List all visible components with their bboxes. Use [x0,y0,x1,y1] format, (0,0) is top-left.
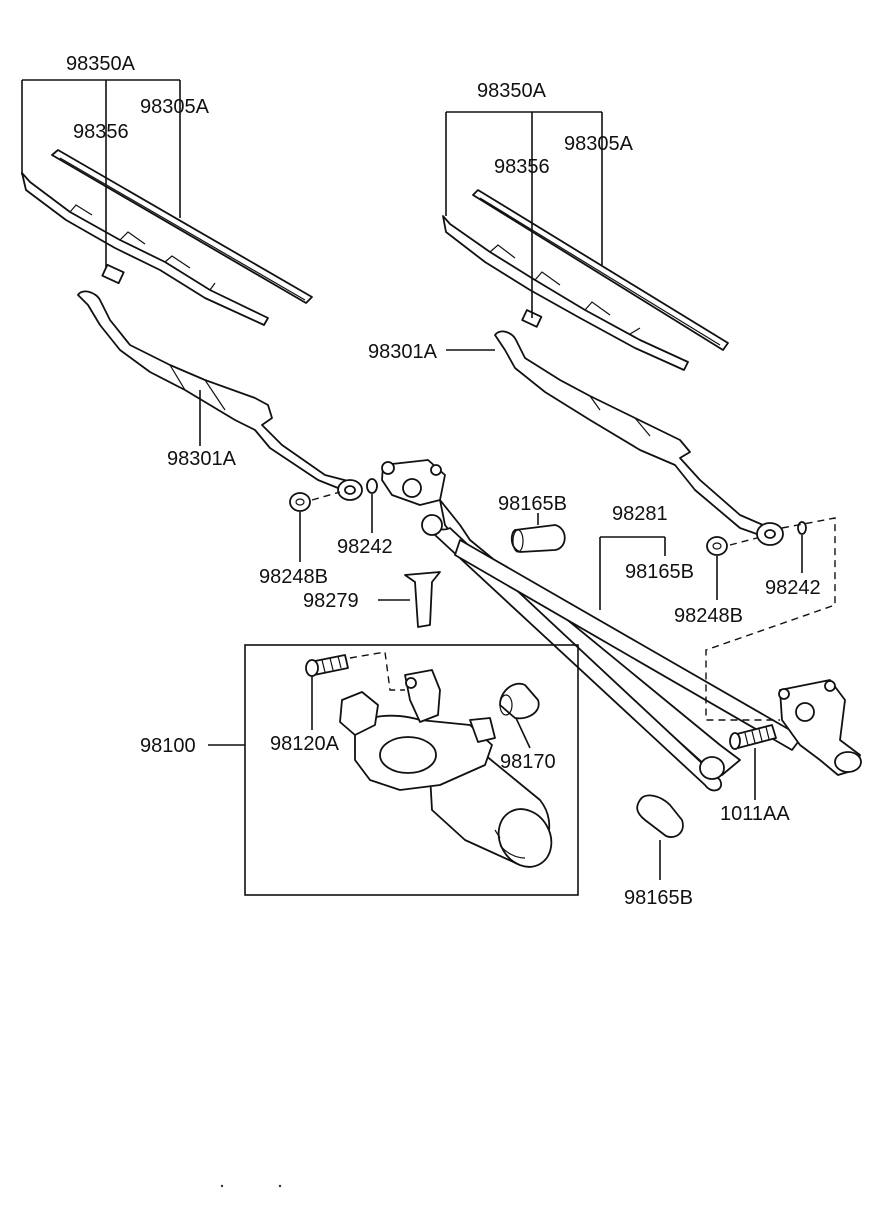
bolt-1011AA [729,724,777,750]
label-right-98356: 98356 [494,156,550,178]
bolt-98120A [305,651,405,691]
left-nut [289,492,311,512]
right-pivot-cap [729,521,807,546]
cap-98165B-bottom [636,794,684,838]
pin-98279 [404,571,441,628]
left-pivot-cap [311,478,378,501]
right-wiper-blade [472,189,729,351]
label-right-98242: 98242 [765,577,821,599]
cap-98165B-mid [510,524,566,553]
label-98170: 98170 [500,751,556,773]
wiper-motor [339,669,553,868]
label-left-98356: 98356 [73,121,129,143]
label-left-98301A: 98301A [167,448,237,470]
left-wiper-blade [51,149,313,304]
label-98279: 98279 [303,590,359,612]
label-98281: 98281 [612,503,668,525]
right-wiper-arm [494,330,771,539]
left-wiper-arm [77,290,353,493]
left-blade-frame [21,172,269,326]
motor-assembly-box [244,644,579,896]
label-left-98350A: 98350A [66,53,136,75]
label-1011AA: 1011AA [720,803,790,825]
label-98120A: 98120A [270,733,340,755]
label-left-98305A: 98305A [140,96,210,118]
boot-98170 [499,682,540,720]
linkage-assembly [381,459,862,792]
label-left-98242: 98242 [337,536,393,558]
label-right-98248B: 98248B [674,605,743,627]
label-right-98165B: 98165B [625,561,694,583]
right-blade-frame [442,215,689,371]
label-mid-98165B: 98165B [498,493,567,515]
label-right-98350A: 98350A [477,80,547,102]
label-bottom-98165B: 98165B [624,887,693,909]
label-right-98301A: 98301A [368,341,438,363]
label-98100: 98100 [140,735,196,757]
right-nut [706,536,728,556]
label-left-98248B: 98248B [259,566,328,588]
label-right-98305A: 98305A [564,133,634,155]
